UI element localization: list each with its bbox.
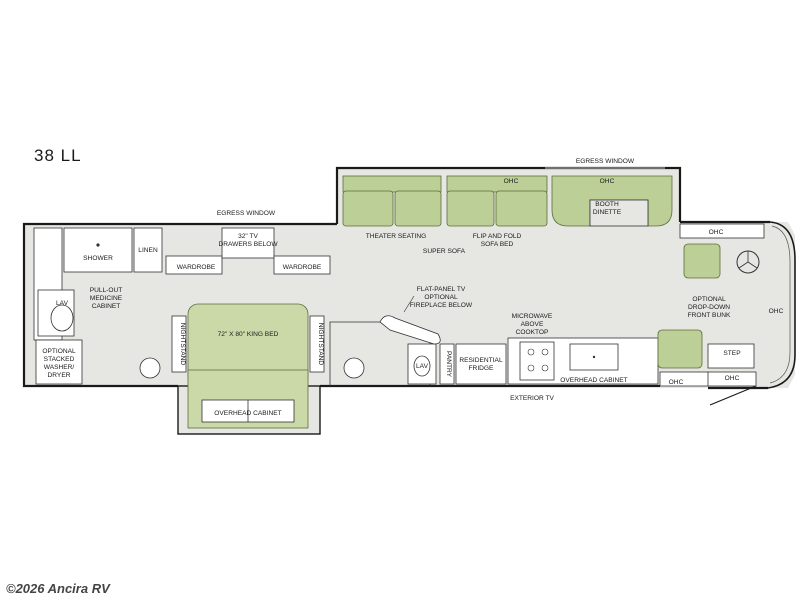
flip-fold-seat-2 xyxy=(495,190,548,227)
label-ohc-front-bottom-left: OHC xyxy=(669,379,684,386)
label-pull-out: PULL-OUT xyxy=(90,287,123,294)
steering-spoke-2 xyxy=(738,261,749,269)
label-flat-tv-optional: OPTIONAL xyxy=(424,294,458,301)
tv-dresser xyxy=(221,227,275,259)
burner-4 xyxy=(541,364,549,372)
toilet-rear xyxy=(139,357,161,379)
label-fireplace-below: FIREPLACE BELOW xyxy=(410,302,473,309)
label-flip-fold: FLIP AND FOLD xyxy=(473,233,522,240)
model-name: 38 LL xyxy=(34,146,82,165)
fireplace-tv xyxy=(379,315,441,345)
label-microwave: MICROWAVE xyxy=(512,313,553,320)
label-residential: RESIDENTIAL xyxy=(459,357,503,364)
label-drawers-below: DRAWERS BELOW xyxy=(218,241,278,248)
label-theater-seating: THEATER SEATING xyxy=(366,233,427,240)
nightstand-left xyxy=(171,315,187,373)
label-dinette: DINETTE xyxy=(593,209,622,216)
copyright-watermark: ©2026 Ancira RV xyxy=(6,581,110,596)
pantry xyxy=(439,343,455,385)
label-tv: 32" TV xyxy=(238,233,258,240)
dash-panel xyxy=(679,223,765,239)
flip-fold-seat-1 xyxy=(446,190,495,227)
label-king-bed: 72" X 80" KING BED xyxy=(218,331,279,338)
steering-spoke-3 xyxy=(747,261,758,269)
label-washer: WASHER/ xyxy=(44,364,75,371)
label-overhead-cabinet-bed: OVERHEAD CABINET xyxy=(214,410,281,417)
wardrobe-right xyxy=(273,255,331,275)
label-linen: LINEN xyxy=(138,247,158,254)
sink-drain xyxy=(592,355,596,359)
label-exterior-tv: EXTERIOR TV xyxy=(510,395,554,402)
label-medicine: MEDICINE xyxy=(90,295,123,302)
burner-2 xyxy=(541,348,549,356)
toilet-mid xyxy=(343,357,365,379)
label-overhead-cabinet-kitchen: OVERHEAD CABINET xyxy=(560,377,627,384)
label-sofa-bed: SOFA BED xyxy=(481,241,514,248)
label-above: ABOVE xyxy=(521,321,544,328)
residential-fridge xyxy=(455,343,507,385)
windshield-inner xyxy=(769,225,791,384)
label-nightstand-right: NIGHTSTAND xyxy=(317,323,324,366)
theater-seating-back xyxy=(342,175,442,193)
label-washer-optional: OPTIONAL xyxy=(42,348,76,355)
driver-seat xyxy=(683,243,721,279)
theater-seat-1 xyxy=(342,190,394,227)
label-nightstand-left: NIGHTSTAND xyxy=(179,323,186,366)
label-ohc-front-bottom-right: OHC xyxy=(725,375,740,382)
label-wardrobe-right: WARDROBE xyxy=(283,264,322,271)
label-ohc-front-right: OHC xyxy=(769,308,784,315)
label-cooktop: COOKTOP xyxy=(516,329,549,336)
label-bunk-drop-down: DROP-DOWN xyxy=(688,304,730,311)
linen-closet xyxy=(133,227,163,273)
burner-1 xyxy=(527,348,535,356)
label-egress-window-top: EGRESS WINDOW xyxy=(576,158,635,165)
label-washer-stacked: STACKED xyxy=(44,356,75,363)
label-lav-rear: LAV xyxy=(56,300,69,307)
label-dryer: DRYER xyxy=(48,372,71,379)
label-egress-window-left: EGRESS WINDOW xyxy=(217,210,276,217)
label-wardrobe-left: WARDROBE xyxy=(177,264,216,271)
windshield xyxy=(767,221,796,389)
cooktop xyxy=(519,341,555,381)
washer-dryer xyxy=(35,339,83,385)
label-fridge: FRIDGE xyxy=(469,365,495,372)
label-super-sofa: SUPER SOFA xyxy=(423,248,466,255)
burner-3 xyxy=(527,364,535,372)
tv-pointer xyxy=(403,295,415,313)
shower-drain xyxy=(96,243,100,247)
label-ohc-slide: OHC xyxy=(504,178,519,185)
label-cabinet: CABINET xyxy=(92,303,121,310)
theater-seat-2 xyxy=(394,190,442,227)
shower-stall xyxy=(63,227,133,273)
label-ohc-front-top: OHC xyxy=(709,229,724,236)
label-step: STEP xyxy=(723,350,741,357)
nightstand-right xyxy=(309,315,325,373)
passenger-seat xyxy=(657,329,703,369)
lav-sink-mid xyxy=(413,355,431,377)
label-flat-tv: FLAT-PANEL TV xyxy=(417,286,466,293)
label-front-bunk: FRONT BUNK xyxy=(688,312,731,319)
booth-table xyxy=(589,199,649,227)
label-bunk-optional: OPTIONAL xyxy=(692,296,726,303)
wardrobe-left xyxy=(165,255,223,275)
label-pantry: PANTRY xyxy=(445,351,452,378)
slide-out-wall xyxy=(335,166,682,224)
label-shower: SHOWER xyxy=(83,255,113,262)
lav-sink-rear xyxy=(50,304,74,332)
outer-wall xyxy=(22,222,337,388)
entry-door xyxy=(709,385,757,406)
label-booth: BOOTH xyxy=(595,201,619,208)
step xyxy=(707,343,755,369)
flip-fold-sofa-back xyxy=(446,175,548,193)
label-ohc-booth: OHC xyxy=(600,178,615,185)
label-lav-mid: LAV xyxy=(416,363,429,370)
